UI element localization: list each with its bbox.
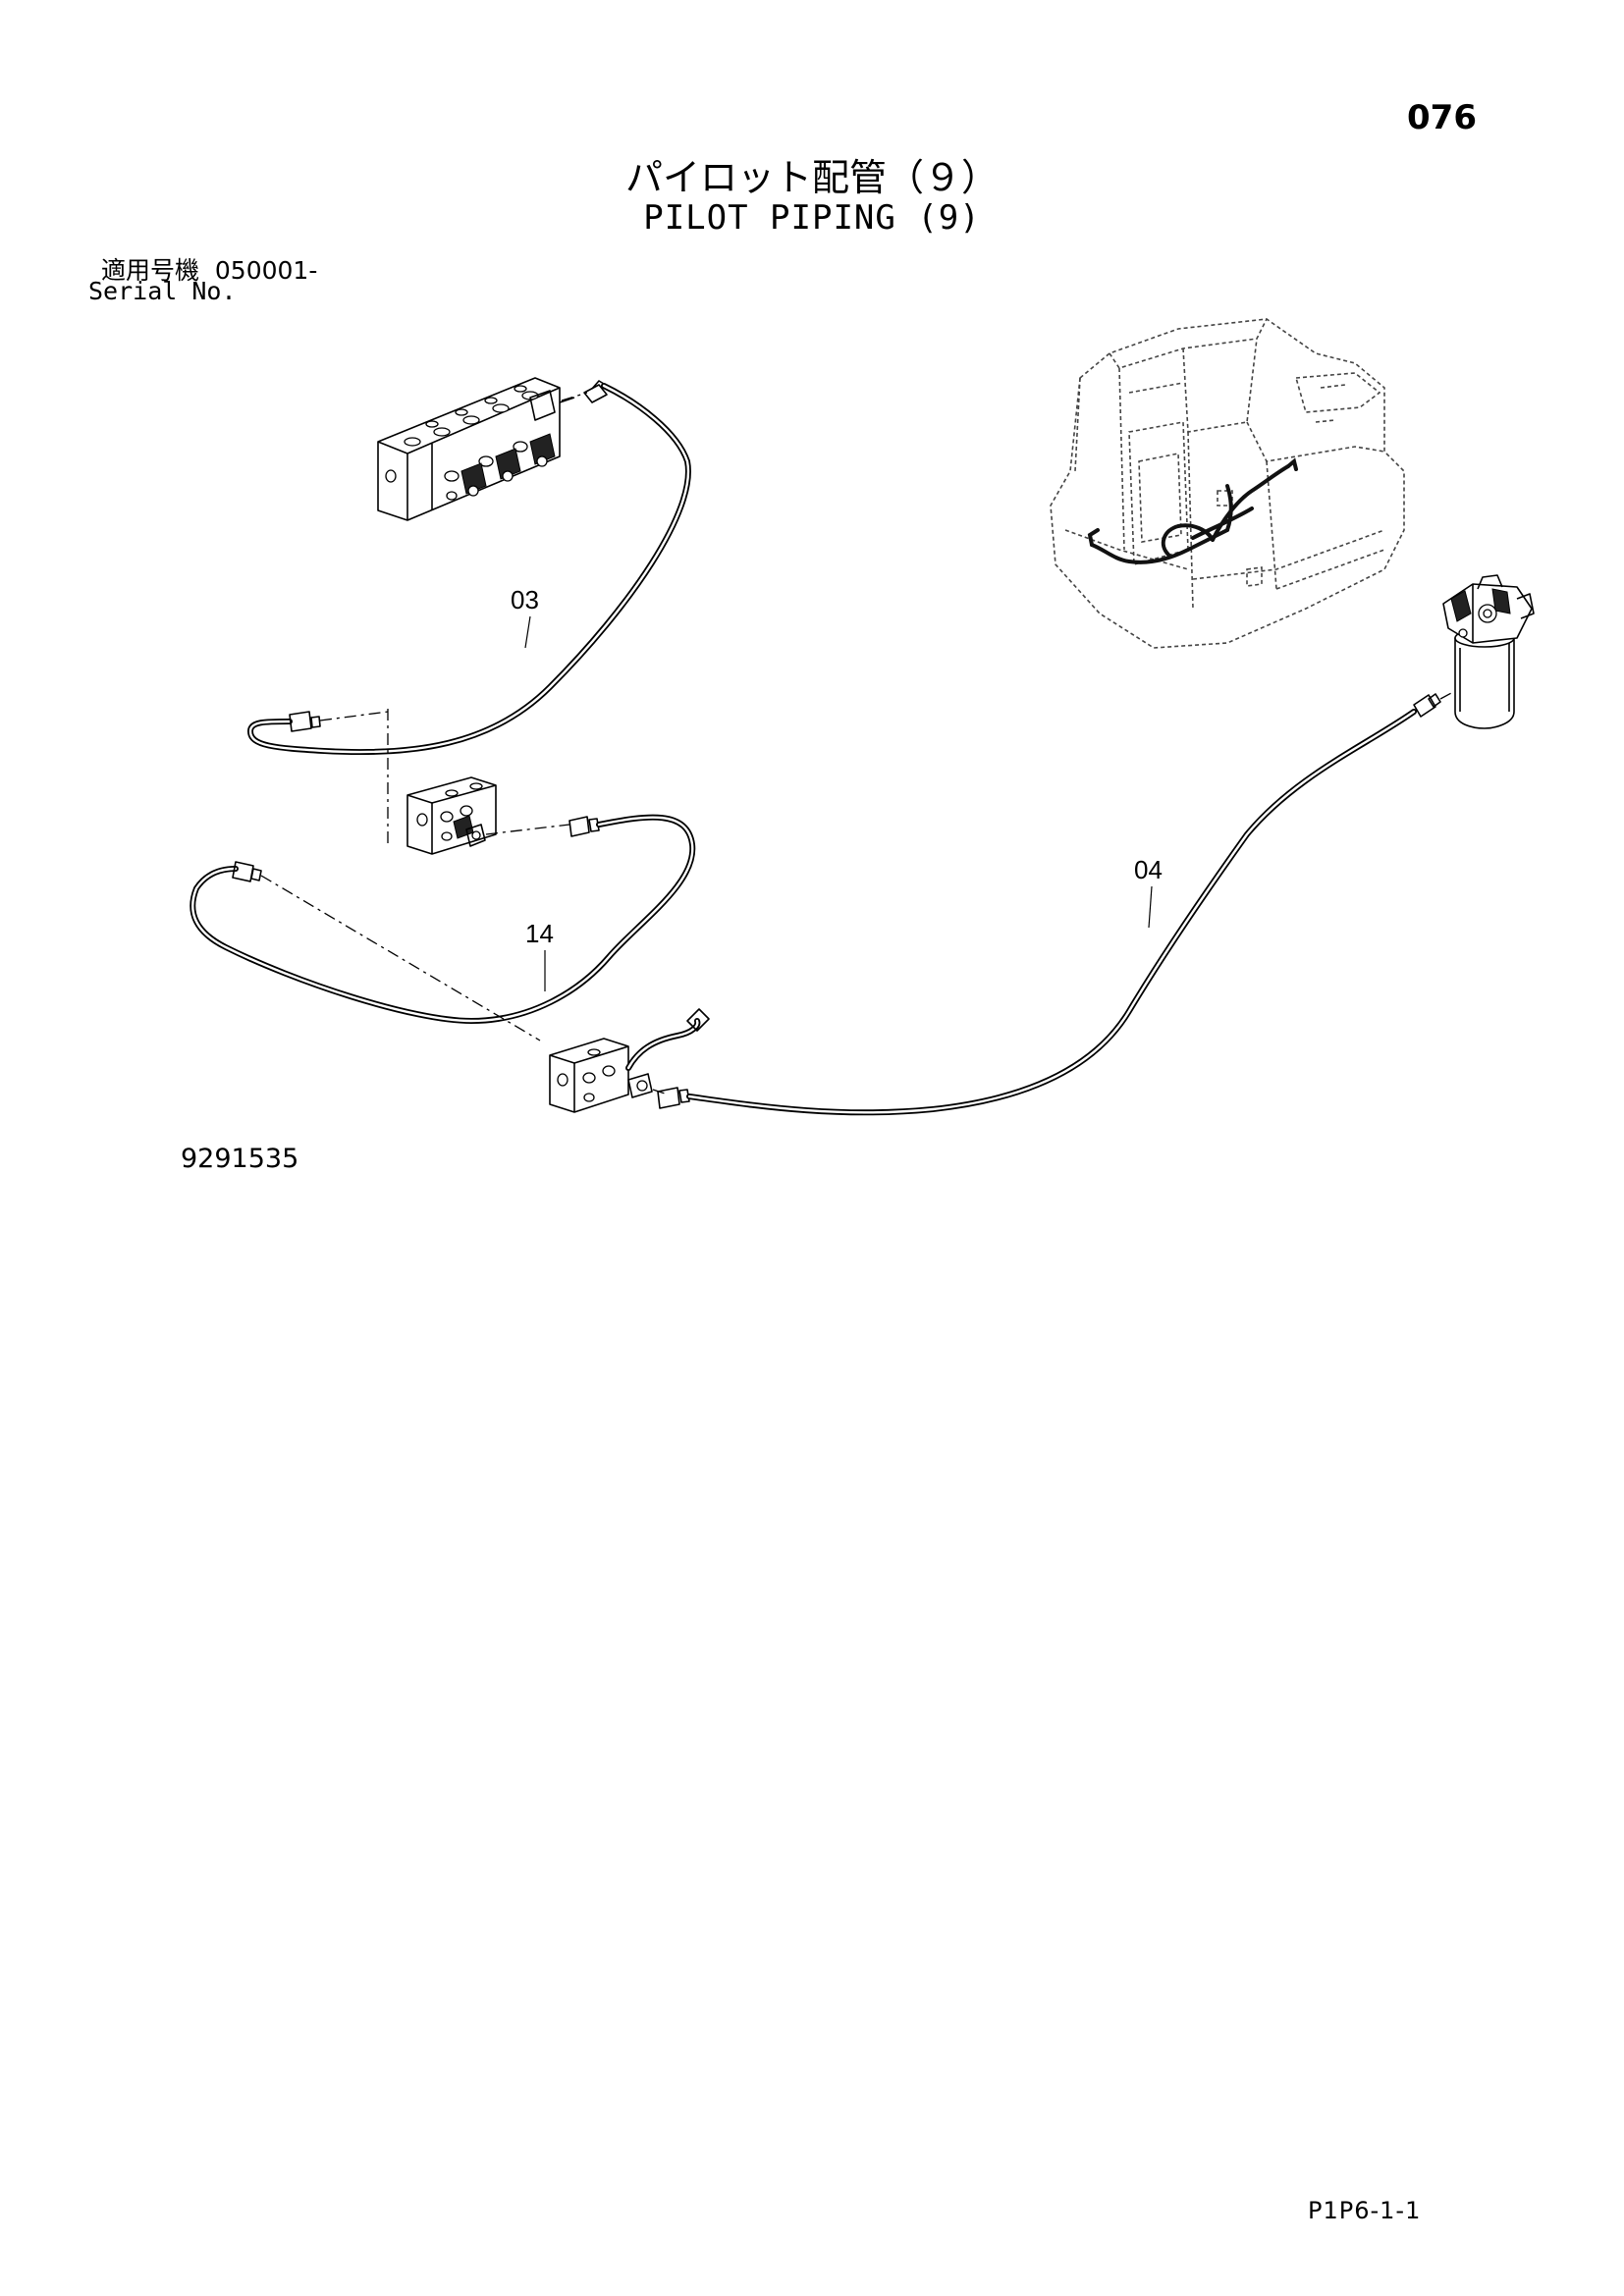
title-japanese: パイロット配管（９） <box>624 156 999 199</box>
machine-cab-outline <box>1050 318 1405 649</box>
serial-label-japanese: 適用号機 050001- <box>101 256 318 285</box>
part-label-14-text: 14 <box>525 919 554 948</box>
pilot-filter-assembly <box>1442 574 1535 729</box>
title-english: PILOT PIPING (9) <box>643 198 981 238</box>
sheet-code: P1P6-1-1 <box>1308 2197 1422 2224</box>
serial-label-english: Serial No. <box>88 277 237 305</box>
middle-valve-block <box>406 776 570 855</box>
hose-03 <box>247 383 691 756</box>
lower-valve-block <box>549 1008 710 1113</box>
part-label-03-text: 03 <box>511 585 539 614</box>
hose-04 <box>657 691 1454 1116</box>
wiring-harness <box>1087 457 1298 564</box>
page-number: 076 <box>1407 98 1477 137</box>
part-label-14: 14 <box>525 919 554 991</box>
control-valve-manifold <box>377 377 575 521</box>
part-label-04-text: 04 <box>1134 855 1163 884</box>
drawing-number: 9291535 <box>181 1144 299 1174</box>
part-label-03: 03 <box>511 585 539 649</box>
part-label-04: 04 <box>1134 855 1163 929</box>
hose-14 <box>189 814 696 1041</box>
